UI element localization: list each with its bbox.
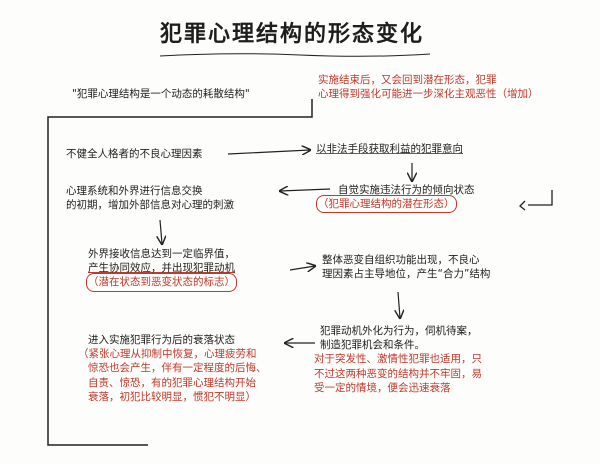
node-decline-state: 进入实施犯罪行为后的衰落状态 （紧张心理从抑制中恢复，心理疲劳和 惊恐也会产生，… <box>78 333 267 404</box>
node-tendency-state: 自觉实施违法行为的倾向状态 （犯罪心理结构的潜在形态） <box>316 183 475 214</box>
feedback-loop-line <box>47 99 313 446</box>
node-n7-red-line3: 受一定的情境，便会迅速衰落 <box>314 381 451 394</box>
node-n5-line1: 外界接收信息达到一定临界值， <box>88 248 235 260</box>
node-information-exchange: 心理系统和外界进行信息交换 的初期，增加外部信息对心理的刺激 <box>66 184 234 212</box>
node-n8-red-line1: （紧张心理从抑制中恢复，心理疲劳和 <box>78 348 257 361</box>
node-n3-line2: 的初期，增加外部信息对心理的刺激 <box>66 199 234 212</box>
node-n4-line1: 自觉实施违法行为的倾向状态 <box>338 184 475 196</box>
top-red-note-line2: 心理得到强化可能进一步深化主观恶性（增加） <box>318 88 539 101</box>
node-n8-red-line3: 自责、惊恐，有的犯罪心理结构开始 <box>88 376 256 389</box>
arrow-n1-n2 <box>227 150 310 154</box>
node-n7-red-line1: 对于突发性、激情性犯罪也适用，只 <box>314 353 482 366</box>
node-motive-to-action: 犯罪动机外化为行为，伺机待案， 制造犯罪机会和条件。 对于突发性、激情性犯罪也适… <box>314 324 482 395</box>
page-title: 犯罪心理结构的形态变化 <box>160 21 425 47</box>
node-crime-motive: 外界接收信息达到一定临界值， 产生协同效应，并出现犯罪动机 （潜在状态到恶变状态… <box>86 247 237 292</box>
node-crime-intention: 以非法手段获取利益的犯罪意向 <box>316 143 463 155</box>
node-n5-red-note: （潜在状态到恶变状态的标志） <box>86 273 237 292</box>
arrow-n5-n6 <box>289 266 315 270</box>
node-n5-line2: 产生协同效应，并出现犯罪动机 <box>88 262 235 275</box>
node-n6-line2: 理因素占主导地位，产生“合力”结构 <box>322 268 491 281</box>
node-n8-line1: 进入实施犯罪行为后的衰落状态 <box>88 334 235 346</box>
node-n7-line2: 制造犯罪机会和条件。 <box>320 339 425 352</box>
node-n7-line1: 犯罪动机外化为行为，伺机待案， <box>320 325 478 337</box>
top-red-note: 实施结束后，又会回到潜在形态，犯罪 心理得到强化可能进一步深化主观恶性（增加） <box>318 73 539 101</box>
node-n7-red-line2: 不过这两种恶变的结构并不牢固，易 <box>314 367 482 380</box>
feedback-loop-right <box>528 190 553 206</box>
top-red-note-line1: 实施结束后，又会回到潜在形态，犯罪 <box>318 74 497 86</box>
intro-note: "犯罪心理结构是一个动态的耗散结构" <box>72 88 250 100</box>
arrow-n3-n5 <box>160 219 162 244</box>
node-n6-line1: 整体恶变自组织功能出现，不良心 <box>322 254 480 266</box>
node-n3-line1: 心理系统和外界进行信息交换 <box>66 185 203 197</box>
node-n8-red-line4: 衰落，初犯比较明显，惯犯不明显） <box>88 390 256 403</box>
node-undesirable-factors: 不健全人格者的不良心理因素 <box>66 148 203 160</box>
title-underline <box>159 53 431 57</box>
arrow-n4-n3 <box>280 189 331 191</box>
arrow-n6-n7 <box>398 291 400 318</box>
node-overall-deterioration: 整体恶变自组织功能出现，不良心 理因素占主导地位，产生“合力”结构 <box>322 253 490 281</box>
node-n4-red-note: （犯罪心理结构的潜在形态） <box>316 195 457 214</box>
node-n8-red-line2: 惊恐也会产生，伴有一定程度的后悔、 <box>88 362 267 375</box>
